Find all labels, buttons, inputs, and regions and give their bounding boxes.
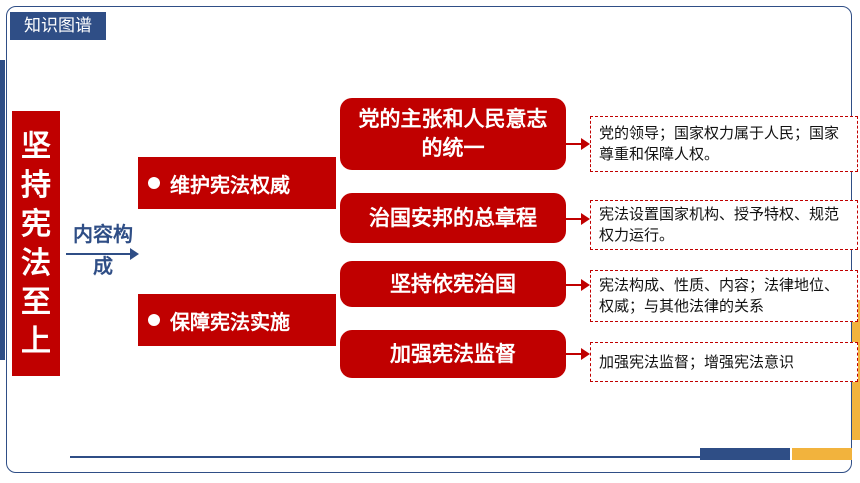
category-label: 维护宪法权威 <box>170 172 290 197</box>
main-topic-box: 坚持宪法至上 <box>12 111 60 376</box>
arrow-2 <box>566 213 590 225</box>
bottom-accent-yellow <box>792 448 852 460</box>
category-box-1: 维护宪法权威 <box>138 157 336 209</box>
left-accent-bar <box>0 60 5 360</box>
detail-text: 宪法设置国家机构、授予特权、规范权力运行。 <box>599 205 840 244</box>
arrow-1 <box>566 138 590 150</box>
detail-box-2: 宪法设置国家机构、授予特权、规范权力运行。 <box>590 200 858 250</box>
item-label: 加强宪法监督 <box>390 341 516 366</box>
detail-text: 宪法构成、性质、内容；法律地位、权威；与其他法律的关系 <box>599 276 840 315</box>
link-arrow-line <box>66 253 132 255</box>
item-label: 治国安邦的总章程 <box>369 205 537 230</box>
detail-text: 加强宪法监督；增强宪法意识 <box>599 352 795 371</box>
link-arrow-head <box>130 248 139 260</box>
bottom-rule <box>70 456 730 458</box>
detail-text: 党的领导；国家权力属于人民；国家尊重和保障人权。 <box>599 124 840 163</box>
arrow-3 <box>566 279 590 291</box>
category-label: 保障宪法实施 <box>170 309 290 334</box>
item-box-1: 党的主张和人民意志的统一 <box>340 98 566 170</box>
link-label: 内容构成 <box>73 222 133 278</box>
detail-box-3: 宪法构成、性质、内容；法律地位、权威；与其他法律的关系 <box>590 270 858 322</box>
section-tag: 知识图谱 <box>10 12 106 40</box>
category-box-2: 保障宪法实施 <box>138 294 336 346</box>
main-topic-label: 坚持宪法至上 <box>21 128 51 359</box>
detail-box-4: 加强宪法监督；增强宪法意识 <box>590 342 858 382</box>
bottom-accent-blue <box>700 448 790 460</box>
arrow-head-icon <box>581 279 590 291</box>
item-label: 党的主张和人民意志的统一 <box>358 107 548 160</box>
item-box-3: 坚持依宪治国 <box>340 261 566 307</box>
item-box-4: 加强宪法监督 <box>340 330 566 378</box>
arrow-head-icon <box>581 348 590 360</box>
bullet-icon <box>148 314 160 326</box>
item-label: 坚持依宪治国 <box>390 271 516 296</box>
arrow-4 <box>566 348 590 360</box>
item-box-2: 治国安邦的总章程 <box>340 193 566 243</box>
bullet-icon <box>148 177 160 189</box>
arrow-head-icon <box>581 138 590 150</box>
detail-box-1: 党的领导；国家权力属于人民；国家尊重和保障人权。 <box>590 116 858 172</box>
arrow-head-icon <box>581 213 590 225</box>
